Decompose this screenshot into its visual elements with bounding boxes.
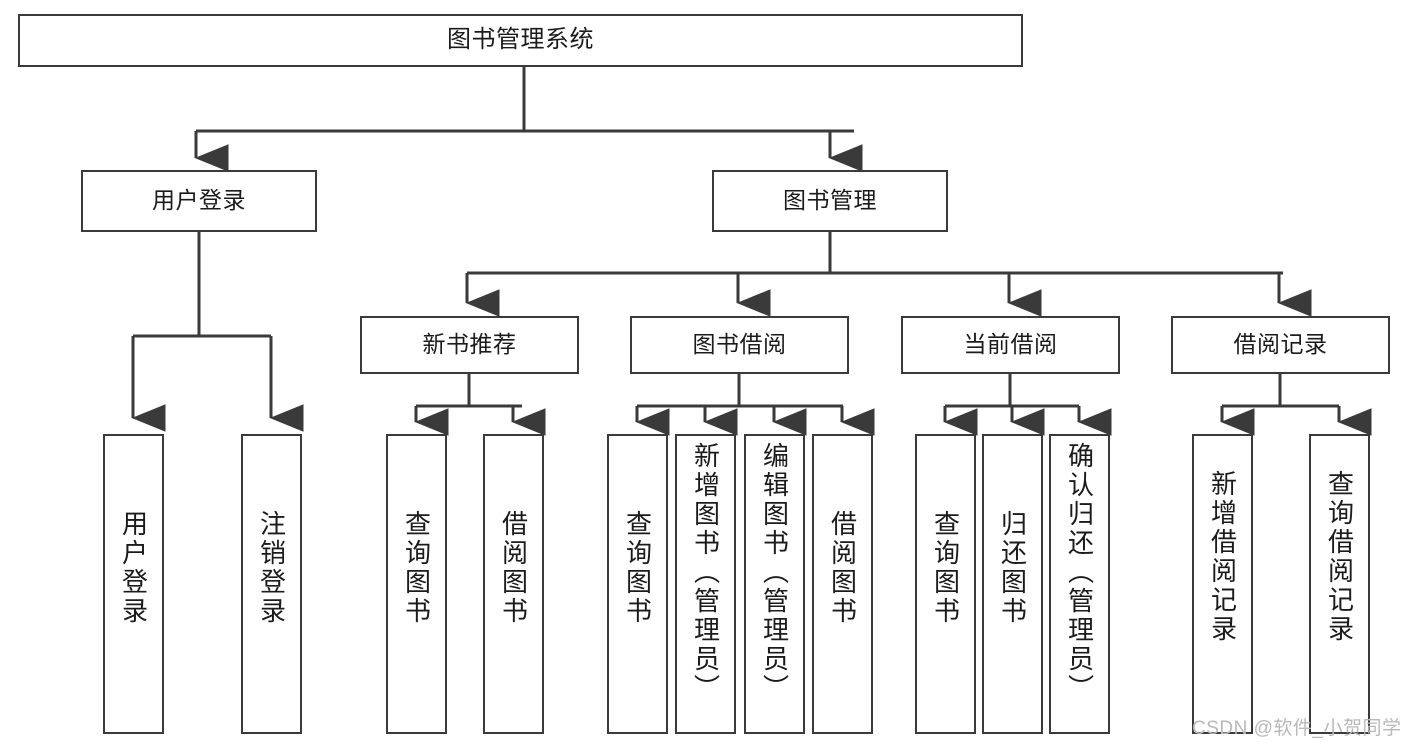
node-leaf-query-book-3[interactable]: 查询图书 [915,434,976,734]
node-label: 新增图书（管理员） [690,442,721,703]
node-label: 借阅图书 [498,510,529,626]
node-label: 编辑图书（管理员） [759,442,790,703]
node-leaf-query-record[interactable]: 查询借阅记录 [1309,434,1370,734]
node-leaf-confirm-return[interactable]: 确认归还（管理员） [1049,434,1110,734]
node-label: 查询借阅记录 [1324,470,1355,644]
node-book-management[interactable]: 图书管理 [712,170,948,232]
node-label: 新书推荐 [422,331,517,358]
node-book-borrow[interactable]: 图书借阅 [630,316,849,374]
node-label: 新增借阅记录 [1207,470,1238,644]
node-leaf-return-book[interactable]: 归还图书 [982,434,1043,734]
node-label: 注销登录 [256,510,287,626]
node-label: 用户登录 [118,510,149,626]
node-root-system[interactable]: 图书管理系统 [18,14,1023,67]
node-new-book-recommend[interactable]: 新书推荐 [360,316,579,374]
node-current-borrow[interactable]: 当前借阅 [901,316,1120,374]
node-label: 当前借阅 [963,331,1058,358]
node-leaf-edit-book[interactable]: 编辑图书（管理员） [744,434,805,734]
node-label: 确认归还（管理员） [1064,442,1095,703]
node-leaf-borrow-book-2[interactable]: 借阅图书 [812,434,873,734]
node-label: 借阅记录 [1233,331,1328,358]
node-label: 图书管理 [783,187,877,214]
node-label: 借阅图书 [827,510,858,626]
node-borrow-record[interactable]: 借阅记录 [1171,316,1390,374]
node-leaf-user-login[interactable]: 用户登录 [103,434,164,734]
node-leaf-borrow-book-1[interactable]: 借阅图书 [483,434,544,734]
node-label: 用户登录 [152,187,246,214]
node-leaf-logout-login[interactable]: 注销登录 [241,434,302,734]
watermark-text: CSDN @软件_小贺同学 [1192,718,1402,739]
node-leaf-query-book-1[interactable]: 查询图书 [386,434,447,734]
node-label: 图书管理系统 [447,26,594,54]
node-leaf-add-book[interactable]: 新增图书（管理员） [675,434,736,734]
node-label: 查询图书 [622,510,653,626]
node-label: 查询图书 [930,510,961,626]
node-leaf-add-record[interactable]: 新增借阅记录 [1192,434,1253,734]
node-user-login[interactable]: 用户登录 [81,170,317,232]
node-label: 图书借阅 [692,331,787,358]
node-leaf-query-book-2[interactable]: 查询图书 [607,434,668,734]
node-label: 归还图书 [997,510,1028,626]
node-label: 查询图书 [401,510,432,626]
